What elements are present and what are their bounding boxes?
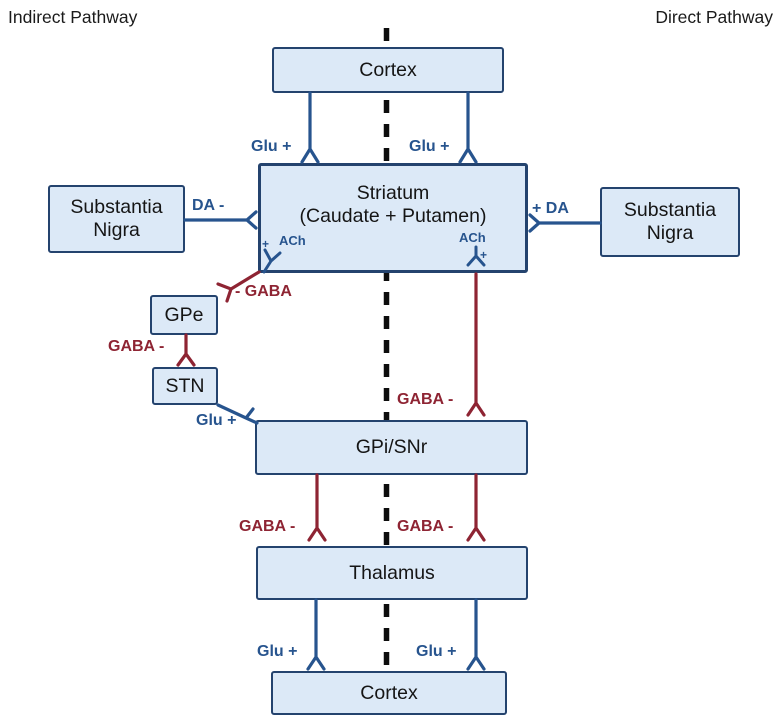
label-gaba-striatum-gpe: - GABA — [235, 283, 292, 300]
thalamus-label: Thalamus — [349, 561, 435, 584]
edge-gpe-stn — [176, 333, 196, 367]
label-glu-cortex-striatum-left: Glu + — [251, 138, 292, 155]
edge-gpi-thalamus-right — [466, 473, 486, 542]
edge-sn-striatum-left — [183, 210, 258, 230]
label-ach-right: ACh — [459, 230, 486, 245]
label-ach-left-sign: + — [262, 237, 270, 251]
label-ach-right-sign: + — [480, 248, 488, 262]
edge-gpi-thalamus-left — [307, 473, 327, 542]
node-gpi-snr: GPi/SNr — [255, 420, 528, 475]
node-cortex-top-label: Cortex — [359, 58, 417, 81]
label-glu-thalamus-cortex-left: Glu + — [257, 643, 298, 660]
label-da-left: DA - — [192, 197, 225, 214]
label-gaba-striatum-gpi: GABA - — [397, 391, 454, 408]
edge-sn-striatum-right — [528, 213, 602, 233]
node-striatum: Striatum (Caudate + Putamen) — [258, 163, 528, 273]
striatum-subtitle: (Caudate + Putamen) — [299, 205, 487, 227]
node-thalamus: Thalamus — [256, 546, 528, 600]
node-cortex-bottom-label: Cortex — [360, 681, 418, 704]
label-glu-cortex-striatum-right: Glu + — [409, 138, 450, 155]
edge-thalamus-cortex-left — [306, 598, 326, 671]
title-direct-pathway: Direct Pathway — [655, 7, 773, 27]
node-gpe: GPe — [150, 295, 218, 335]
substantia-nigra-right-label: Substantia Nigra — [623, 199, 717, 244]
label-glu-thalamus-cortex-right: Glu + — [416, 643, 457, 660]
title-indirect-pathway: Indirect Pathway — [8, 7, 138, 27]
edge-cortex-striatum-left — [300, 91, 320, 164]
node-cortex-top: Cortex — [272, 47, 504, 93]
striatum-title: Striatum — [356, 182, 430, 204]
edge-thalamus-cortex-right — [466, 598, 486, 671]
node-substantia-nigra-right: Substantia Nigra — [600, 187, 740, 257]
label-ach-left: ACh — [279, 233, 306, 248]
node-cortex-bottom: Cortex — [271, 671, 507, 715]
substantia-nigra-left-label: Substantia Nigra — [70, 196, 163, 241]
gpe-label: GPe — [164, 303, 204, 326]
gpi-snr-label: GPi/SNr — [355, 436, 428, 458]
label-gaba-gpe-stn: GABA - — [108, 338, 165, 355]
stn-label: STN — [165, 374, 205, 397]
edge-striatum-gpi — [466, 272, 486, 417]
label-glu-stn-gpi: Glu + — [196, 412, 237, 429]
label-gaba-gpi-thalamus-left: GABA - — [239, 518, 296, 535]
node-stn: STN — [152, 367, 218, 405]
node-striatum-label: Striatum (Caudate + Putamen) — [300, 182, 487, 254]
label-gaba-gpi-thalamus-right: GABA - — [397, 518, 454, 535]
node-substantia-nigra-left: Substantia Nigra — [48, 185, 185, 253]
edge-cortex-striatum-right — [458, 91, 478, 164]
label-da-right: + DA — [532, 200, 569, 217]
